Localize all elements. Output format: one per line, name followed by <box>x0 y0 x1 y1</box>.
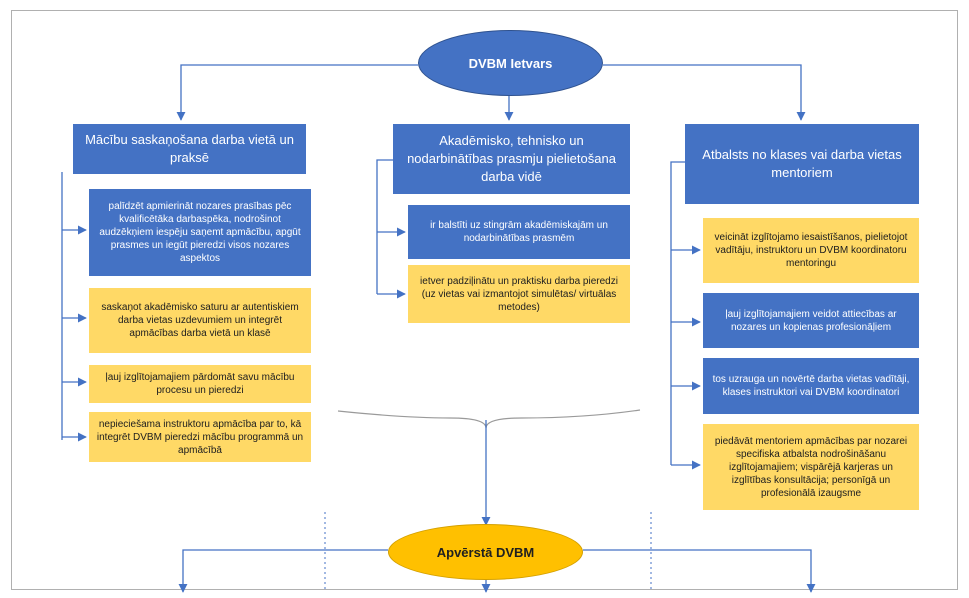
arrow-to-column-1 <box>176 64 418 121</box>
column-3-item-4: piedāvāt mentoriem apmācības par nozarei… <box>703 424 919 510</box>
column-2-item-2: ietver padziļinātu un praktisku darba pi… <box>408 265 630 323</box>
column-1-item-3: ļauj izglītojamajiem pārdomāt savu mācīb… <box>89 365 311 403</box>
column-1-item-2: saskaņot akadēmisko saturu ar autentiski… <box>89 288 311 353</box>
column-1-item-1: palīdzēt apmierināt nozares prasības pēc… <box>89 189 311 276</box>
column-1-header: Mācību saskaņošana darba vietā un praksē <box>73 124 306 174</box>
top-node: DVBM Ietvars <box>418 30 603 96</box>
column-3-item-3: tos uzrauga un novērtē darba vietas vadī… <box>703 358 919 414</box>
column-2-header: Akadēmisko, tehnisko un nodarbinātības p… <box>393 124 630 194</box>
column-3-header: Atbalsts no klases vai darba vietas ment… <box>685 124 919 204</box>
column-1-item-4: nepieciešama instruktoru apmācība par to… <box>89 412 311 462</box>
column-3-bracket <box>670 161 685 465</box>
column-2-item-1: ir balstīti uz stingrām akadēmiskajām un… <box>408 205 630 259</box>
column-2-bracket <box>376 159 393 294</box>
arrow-to-column-3 <box>603 64 806 121</box>
column-3-item-2: ļauj izglītojamajiem veidot attiecības a… <box>703 293 919 348</box>
merge-brace <box>337 409 641 429</box>
column-3-item-1: veicināt izglītojamo iesaistīšanos, piel… <box>703 218 919 283</box>
bottom-node: Apvērstā DVBM <box>388 524 583 580</box>
